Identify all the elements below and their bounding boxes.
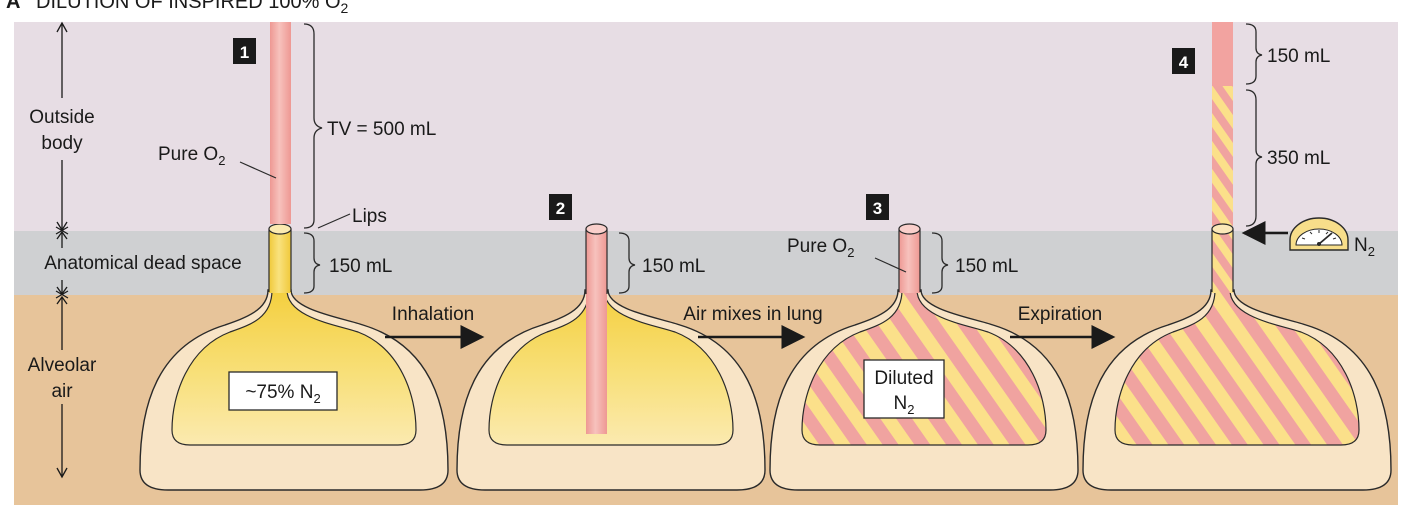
alveolar-mixed [1114,289,1360,446]
dead-space-o2 [899,229,920,293]
n2-box [228,371,338,411]
top-volume-label: 150 mL [1267,46,1330,67]
expired-o2-column [1212,22,1233,86]
outside-body-label-1: Outside [29,107,94,128]
pure-o2-label: Pure O2 [158,144,225,168]
step-number: 1 [240,43,249,62]
dead-space-volume: 150 mL [329,256,392,277]
alveolar-label-1: Alveolar [28,355,97,376]
step-number-badge [233,38,256,64]
pure-o2-leader [239,161,277,179]
step-number: 4 [1179,53,1189,72]
diluted-n2-label: N2 [894,393,915,417]
mixing-label: Air mixes in lung [683,304,822,325]
diluted-label: Diluted [874,368,933,389]
dead-space-brace [618,232,636,294]
meter-label: N2 [1354,235,1375,259]
inhalation-label: Inhalation [392,304,474,325]
expiration-label: Expiration [1018,304,1103,325]
panel-letter: A [6,0,20,13]
trachea-opening [268,223,292,235]
region-scale [55,21,69,479]
pure-o2-label: Pure O2 [787,236,854,260]
tv-brace [303,23,323,229]
step-3: 3 Pure O2 150 mL Diluted N2 [769,194,1079,491]
dead-space-brace [931,232,949,294]
outside-body-label-2: body [41,133,83,154]
step-number: 2 [556,199,565,218]
dead-space-brace [303,232,321,294]
step-4: 4 150 mL 350 mL N2 [1082,22,1392,491]
step-number-badge [866,194,889,220]
mid-volume-label: 350 mL [1267,148,1330,169]
trachea-opening [585,223,608,235]
mid-volume-brace [1245,89,1263,227]
expired-mixed-column [1212,86,1233,226]
dead-space-band [14,231,1398,295]
diluted-n2-box [863,359,945,419]
step-number: 3 [873,199,882,218]
dead-space-volume: 150 mL [955,256,1018,277]
lips-label: Lips [352,206,387,227]
trachea-yellow [269,229,291,293]
dead-space-label: Anatomical dead space [44,253,242,274]
panel-title: A DILUTION OF INSPIRED 100% O2 [6,0,349,16]
alveolar-yellow [488,289,734,446]
trachea-opening [898,223,921,235]
step-number-badge [549,194,572,220]
n2-meter-icon [1289,217,1349,251]
title-text: DILUTION OF INSPIRED 100% O [36,0,341,13]
inspired-o2-column [586,229,607,434]
title-subscript: 2 [341,0,349,16]
dead-space-volume: 150 mL [642,256,705,277]
n2-box-label: ~75% N2 [245,382,320,406]
step-1: 1 Pure O2 TV = 500 mL Lips 150 mL ~75% N… [139,22,449,491]
top-volume-brace [1245,23,1263,85]
dead-space-mixed [1212,229,1233,293]
trachea-opening [1211,223,1234,235]
step-number-badge [1172,48,1195,74]
pure-o2-leader [874,257,907,273]
lips-leader [317,213,351,229]
step-2: 2 150 mL [456,194,766,491]
tv-label: TV = 500 mL [327,119,436,140]
inspired-o2-column [270,22,291,224]
alveolar-label-2: air [51,381,73,402]
